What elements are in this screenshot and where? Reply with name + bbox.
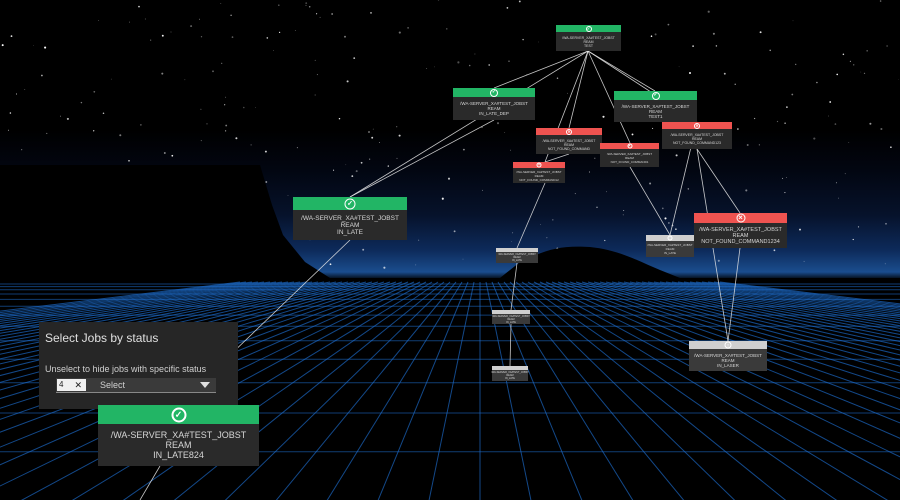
job-node-not-found-command-b[interactable]: ✕ /WA-SERVER_XA#TEST_JOBST REAM NOT_FOUN… (662, 122, 732, 149)
check-icon: ✓ (171, 407, 186, 422)
check-icon: ✓ (490, 88, 498, 97)
skip-icon: ! (667, 235, 673, 241)
job-node-skipped-a[interactable]: ! /WA-SERVER_XA#TEST_JOBST REAM IN_LATE (646, 235, 694, 257)
job-node-not-found-command-d[interactable]: ✕ /WA-SERVER_XA#TEST_JOBST REAM NOT_FOUN… (513, 162, 565, 183)
job-node-in-late[interactable]: ✓ /WA-SERVER_XA#TEST_JOBST REAM IN_LATE (293, 197, 407, 240)
status-select[interactable]: 4 ✕ Select (56, 378, 216, 393)
job-node-late-dep[interactable]: ✓ /WA-SERVER_XA#TEST_JOBST REAM IN_LATE_… (453, 88, 535, 120)
job-node-not-found-command-c[interactable]: ✕ /WA-SERVER_XA#TEST_JOBST REAM NOT_FOUN… (600, 143, 659, 167)
status-filter-panel: Select Jobs by status Unselect to hide j… (39, 322, 238, 409)
job-node-skipped-b[interactable]: /WA-SERVER_XA#TEST_JOBST REAM IN_LATE (496, 248, 538, 263)
error-icon: ✕ (627, 143, 632, 149)
job-node-not-found-command-a[interactable]: ✕ /WA-SERVER_XA#TEST_JOBST REAM NOT_FOUN… (536, 128, 602, 154)
job-node-skipped-d[interactable]: /WA-SERVER_XA#TEST_JOBST REAM IN_LATE (491, 366, 529, 381)
panel-subtitle: Unselect to hide jobs with specific stat… (45, 364, 207, 374)
error-icon: ✕ (736, 213, 745, 223)
error-icon: ✕ (566, 128, 572, 135)
skip-icon: ! (724, 341, 732, 349)
panel-title: Select Jobs by status (45, 331, 159, 345)
select-placeholder: Select (100, 380, 126, 390)
job-node-not-found-command-1234[interactable]: ✕ /WA-SERVER_XA#TEST_JOBST REAM NOT_FOUN… (694, 213, 787, 248)
job-node-test1[interactable]: ✓ /WA-SERVER_XA#TEST_JOBST REAM TEST1 (614, 91, 697, 122)
check-icon: ✓ (344, 198, 356, 209)
error-icon: ✕ (536, 162, 542, 168)
check-icon: ✓ (585, 25, 592, 32)
chip-remove-icon[interactable]: ✕ (74, 380, 82, 390)
job-node-top[interactable]: ✓ /WA-SERVER_XA#TEST_JOBST REAM TEST (556, 25, 621, 51)
job-node-in-late824[interactable]: ✓ /WA-SERVER_XA#TEST_JOBST REAM IN_LATE8… (98, 405, 259, 466)
dropdown-arrow-icon[interactable] (200, 382, 210, 388)
job-node-in-laser[interactable]: ! /WA-SERVER_XA#TEST_JOBST REAM IN_LASER (689, 341, 767, 371)
job-node-skipped-c[interactable]: /WA-SERVER_XA#TEST_JOBST REAM IN_LATE (492, 310, 530, 324)
selected-status-chip[interactable]: 4 ✕ (57, 379, 86, 391)
error-icon: ✕ (694, 122, 700, 129)
check-icon: ✓ (651, 91, 660, 100)
